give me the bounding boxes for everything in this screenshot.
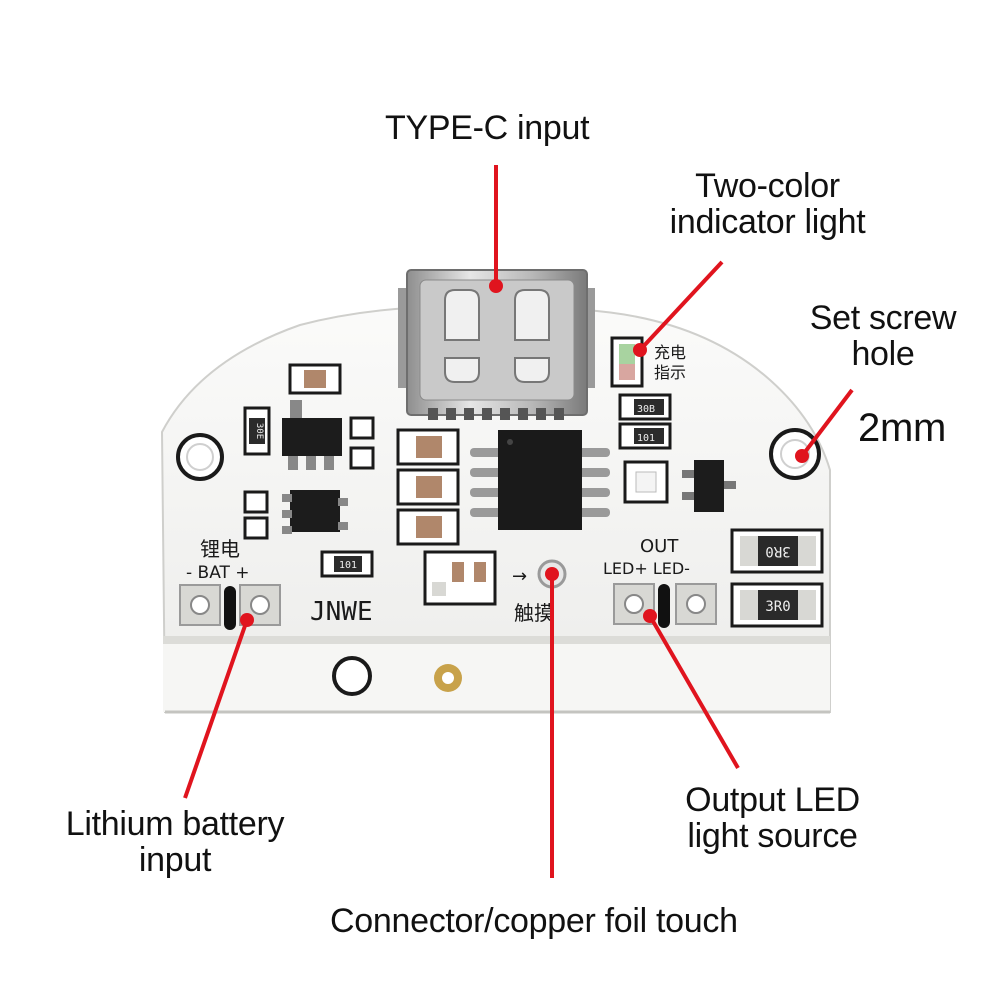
right-mounting-hole [769, 428, 821, 480]
battery-divider [224, 586, 236, 630]
resistor-30b: 30B [618, 393, 672, 421]
pointer-typec-dot [489, 279, 503, 293]
battery-terminal-neg [179, 584, 221, 626]
pointer-lines [183, 165, 854, 878]
screw-callout-line2: hole [851, 335, 915, 373]
indicator-callout-line2: indicator light [669, 203, 866, 241]
battery-silk-label: - BAT + [186, 563, 250, 583]
pointer-led-line [648, 614, 740, 770]
led-callout-line1: Output LED [685, 781, 860, 819]
resistor-30e-label: 30E [254, 423, 264, 439]
pad-group-left [349, 416, 375, 470]
led-silk-label: LED+ LED- [603, 559, 690, 578]
regulator-top [282, 400, 342, 470]
resistor-white [623, 460, 669, 504]
power-resistor-1: 3R0 [730, 528, 824, 574]
led-callout: Output LED light source [680, 782, 865, 854]
resistor-101-bottom: 101 [320, 550, 374, 578]
pointer-indicator-line [638, 260, 724, 352]
pad-group-bat [243, 490, 269, 540]
capacitor-3 [396, 508, 460, 546]
battery-callout-line1: Lithium battery [65, 805, 285, 843]
transistor-right [682, 460, 736, 512]
pointer-dots [240, 279, 809, 627]
resistor-30e: 30E [243, 406, 271, 456]
pointer-touch-dot [545, 567, 559, 581]
resistor-101-top-label: 101 [637, 433, 655, 444]
battery-silk-cn: 锂电 [200, 537, 240, 561]
charge-indicator-silk-2: 指示 [654, 363, 686, 382]
resistor-101-bottom-label: 101 [339, 560, 357, 571]
capacitor-2 [396, 468, 460, 506]
pointer-screw-dot [795, 449, 809, 463]
indicator-led: 充电 指示 [610, 336, 686, 388]
indicator-callout-line1: Two-color [695, 167, 840, 205]
pointer-screw-line [803, 388, 854, 454]
capacitor-pair-bottom [423, 550, 497, 606]
screw-size-callout: 2mm [858, 406, 946, 450]
pointer-battery-dot [240, 613, 254, 627]
out-silk-label: OUT [640, 536, 679, 557]
charge-indicator-silk-1: 充电 [654, 343, 686, 362]
power-resistor-1-label: 3R0 [765, 543, 790, 559]
pointer-indicator-dot [633, 343, 647, 357]
indicator-callout: Two-color indicator light [660, 168, 875, 240]
resistor-101-top: 101 [618, 422, 672, 450]
power-resistor-2-label: 3R0 [765, 599, 790, 615]
brand-silk: JNWE [310, 597, 373, 627]
led-terminal-neg [675, 583, 717, 625]
screw-callout-line1: Set screw [809, 299, 957, 337]
resistor-30b-label: 30B [637, 404, 655, 415]
battery-callout: Lithium battery input [55, 806, 295, 878]
screw-callout: Set screw hole [803, 300, 963, 372]
pointer-battery-line [183, 619, 249, 799]
battery-callout-line2: input [138, 841, 212, 879]
power-resistor-2: 3R0 [730, 582, 824, 628]
led-callout-line2: light source [687, 817, 858, 855]
main-ic [470, 430, 610, 530]
touch-arrow: → [512, 566, 527, 587]
capacitor-top-left [288, 363, 342, 395]
typec-callout: TYPE-C input [385, 109, 590, 147]
usb-c-connector [398, 269, 595, 420]
capacitor-1 [396, 428, 460, 466]
lower-hole-white [332, 656, 372, 696]
left-mounting-hole [176, 433, 224, 481]
transistor-left [282, 490, 348, 534]
touch-silk-label: 触摸 [514, 601, 554, 625]
led-divider [658, 584, 670, 628]
pointer-led-dot [643, 609, 657, 623]
lower-hole-copper [434, 664, 462, 692]
touch-callout: Connector/copper foil touch [330, 902, 738, 940]
